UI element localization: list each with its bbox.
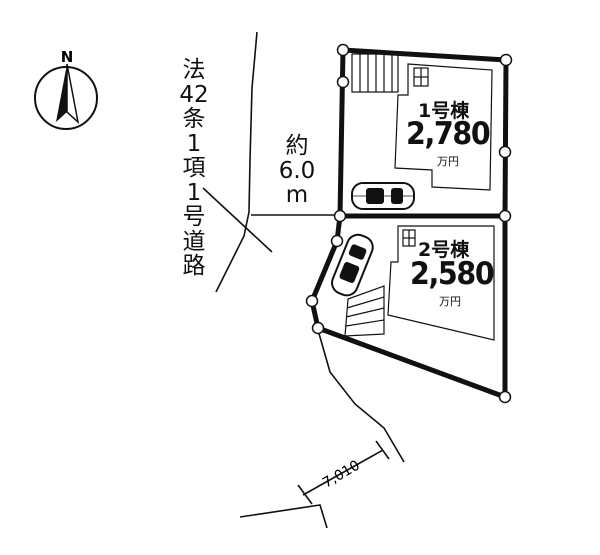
road-width-char: 約 (285, 133, 309, 159)
road-label-char: 号 (182, 204, 206, 230)
lot-2-name: 2号棟 (418, 239, 470, 261)
boundary-markers (305, 43, 513, 404)
marker (330, 234, 344, 248)
road-label-char: 法 (182, 57, 206, 83)
lot-1-price: 2,780 (406, 116, 491, 152)
road-label-char: 1 (186, 179, 202, 206)
road-west-edge (215, 31, 258, 293)
road-label-char: 42 (179, 81, 209, 108)
car-2-icon (331, 233, 374, 297)
north-arrow-outline-icon (66, 63, 80, 125)
road-width-leader (202, 187, 273, 253)
frontage-dimension (302, 449, 384, 496)
corner-boundary (317, 329, 405, 463)
road-width-label: 約 6.0 m (272, 134, 322, 208)
frontage-tick (375, 440, 390, 460)
lot-2-price-unit: 万円 (439, 295, 461, 308)
marker (305, 294, 319, 308)
house-1-footprint (394, 63, 493, 191)
lower-road-edge (239, 504, 328, 529)
stairs-1 (351, 53, 399, 93)
north-arrow-icon (56, 64, 67, 122)
marker (498, 390, 512, 404)
lot-2-interior (344, 225, 495, 341)
lot-boundaries (309, 47, 509, 400)
frontage-tick (297, 484, 313, 505)
lot-1-name: 1号棟 (418, 100, 470, 122)
marker (499, 53, 513, 67)
marker (311, 321, 325, 335)
lot-2-price: 2,580 (410, 256, 495, 292)
north-label: N (61, 48, 74, 66)
stairs-2 (344, 285, 385, 337)
road-width-char: m (285, 182, 309, 208)
marker (336, 75, 350, 89)
compass-ring (34, 66, 98, 130)
road-label-char: 1 (186, 130, 202, 157)
road-label-char: 道 (182, 228, 206, 255)
marker (498, 145, 512, 159)
marker (498, 209, 512, 223)
road-width-char: 6.0 (278, 157, 316, 184)
frontage-length: 7,010 (320, 458, 363, 492)
marker (336, 43, 350, 57)
lot-1-price-unit: 万円 (437, 155, 459, 168)
compass: N (34, 48, 98, 130)
lot-1-interior (351, 53, 493, 191)
car-1-icon (351, 182, 415, 210)
road-label-char: 条 (182, 106, 206, 132)
road-label-char: 路 (182, 253, 206, 279)
road-classification-label: 法 42 条 1 項 1 号 道 路 (174, 58, 214, 279)
road-label-char: 項 (182, 155, 206, 181)
marker (333, 209, 347, 223)
house-2-footprint (387, 225, 495, 341)
road-lines (202, 31, 405, 529)
